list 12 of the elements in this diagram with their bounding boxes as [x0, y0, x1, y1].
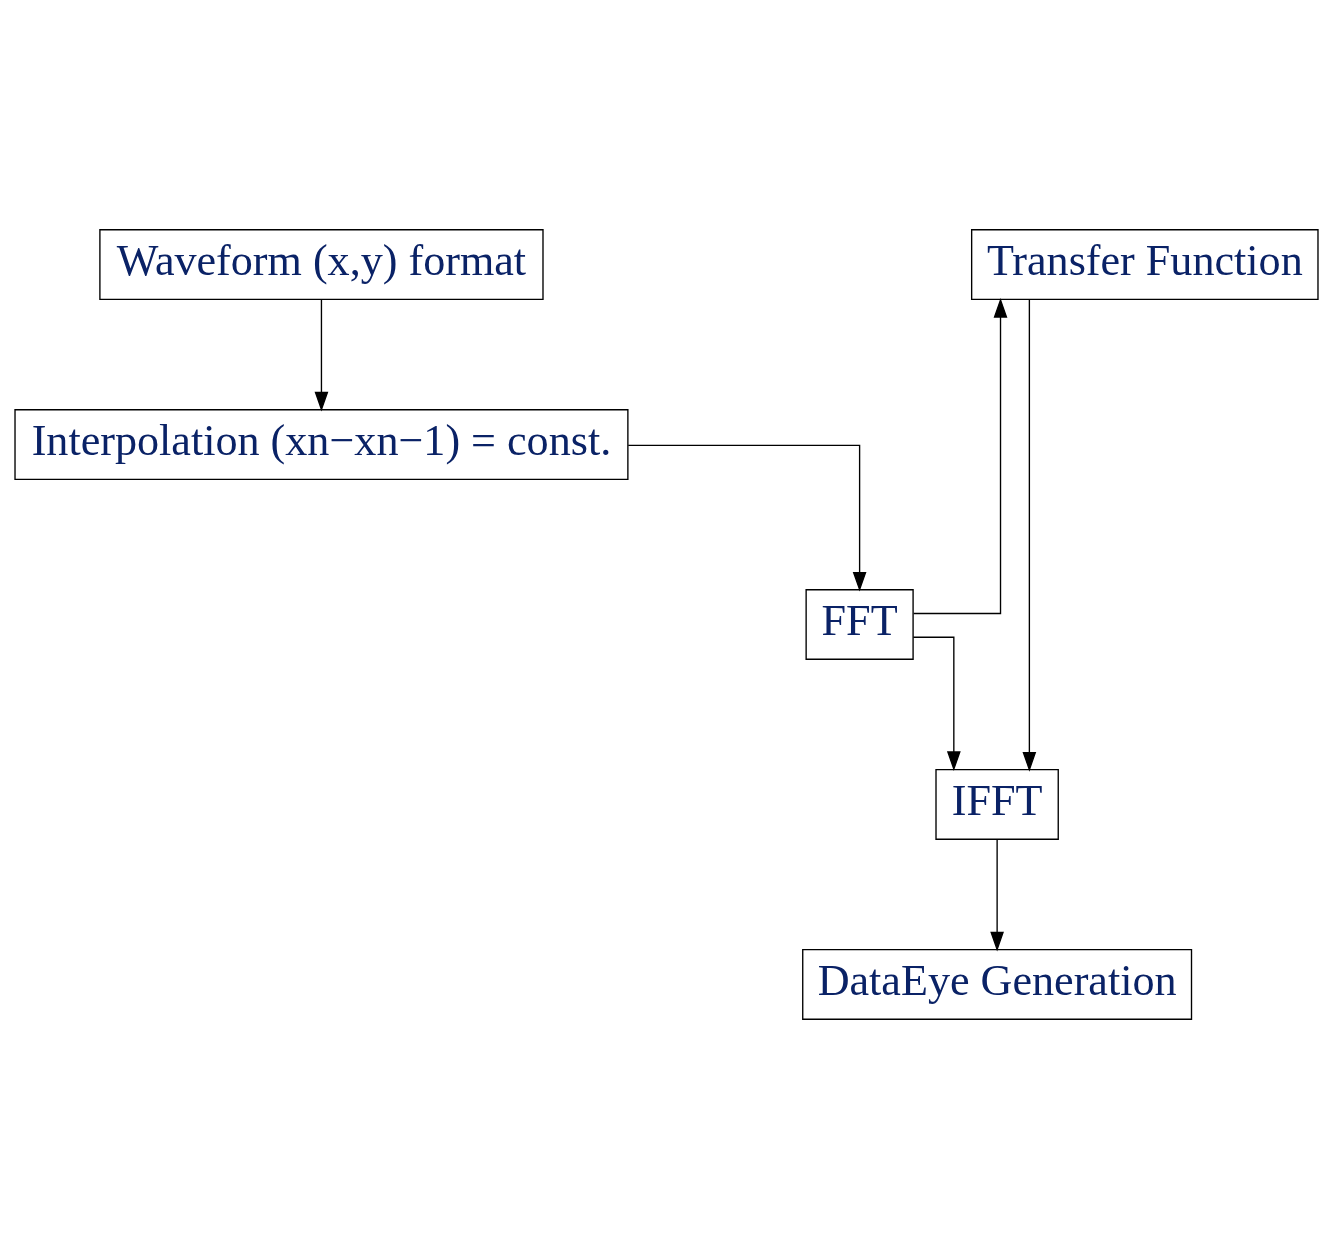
node-box: Waveform (x,y) format — [99, 229, 544, 301]
node-box: IFFT — [935, 768, 1059, 840]
arrow — [1022, 299, 1037, 772]
arrow — [627, 444, 867, 592]
node-box: Interpolation (xn−xn−1) = const. — [14, 409, 629, 481]
arrow — [990, 838, 1004, 952]
arrow — [314, 299, 329, 412]
arrow — [913, 297, 1008, 615]
node-box: Transfer Function — [971, 229, 1319, 301]
node-box: FFT — [805, 589, 914, 660]
node-box: DataEye Generation — [802, 948, 1193, 1020]
arrow — [912, 636, 961, 772]
